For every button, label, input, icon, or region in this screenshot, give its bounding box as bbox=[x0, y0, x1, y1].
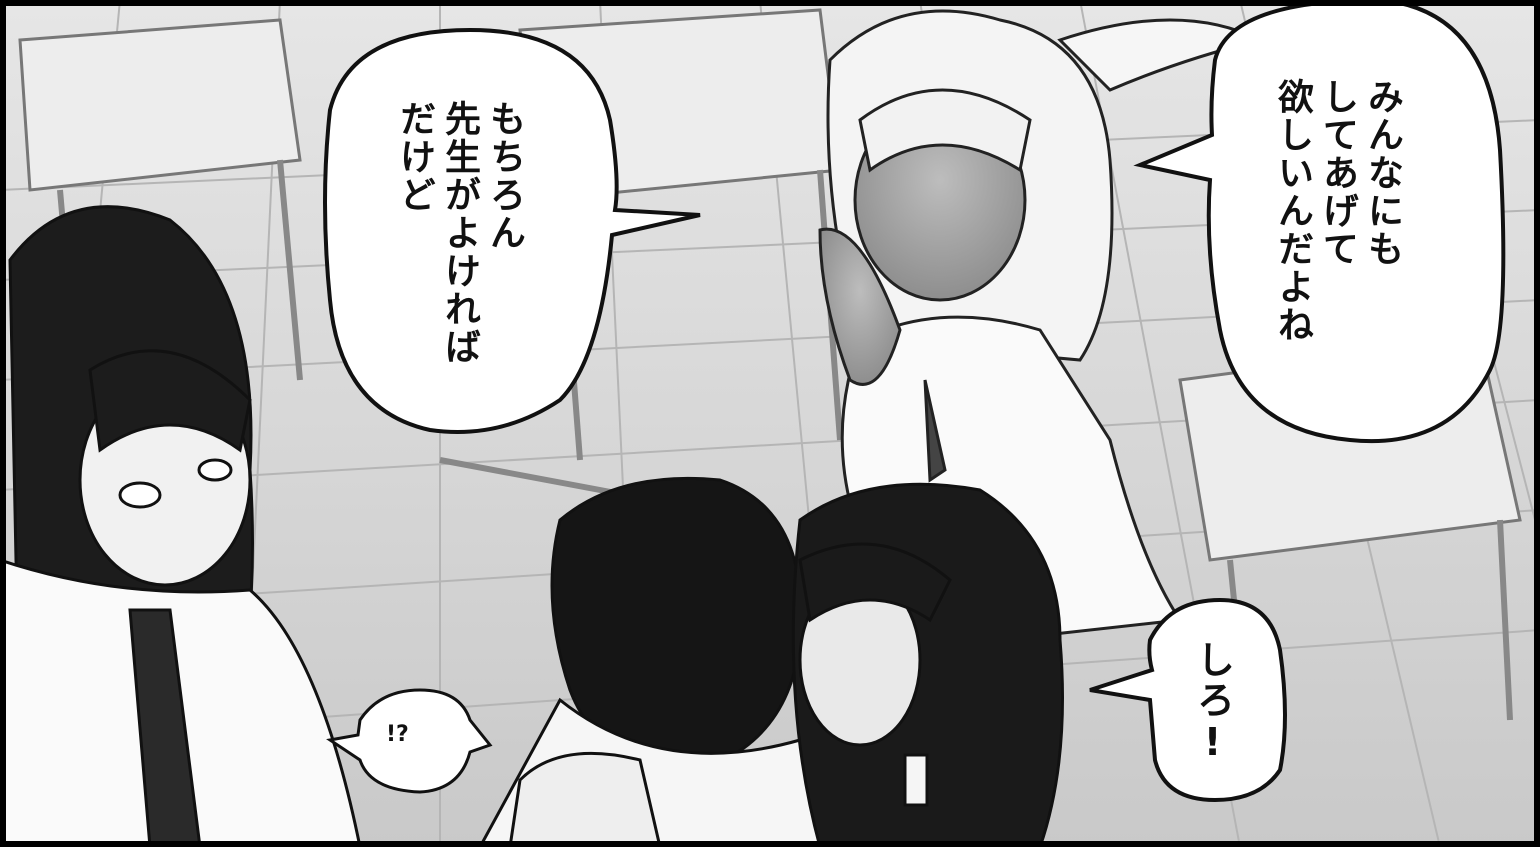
dialogue-bottom-right: しろ! bbox=[1190, 640, 1235, 766]
speech-bubble-small bbox=[326, 688, 493, 794]
left-girl bbox=[0, 205, 362, 847]
speech-bubble-bottom-right bbox=[1089, 597, 1287, 803]
dialogue-top-right: みんなにも してあげて 欲しいんだよね bbox=[1272, 78, 1403, 344]
dialogue-center: もちろん 先生がよければ だけど bbox=[394, 100, 525, 366]
blonde-girl bbox=[818, 9, 1265, 642]
dialogue-small: !? bbox=[386, 722, 409, 747]
speech-bubble-center bbox=[323, 27, 701, 434]
right-girl bbox=[508, 482, 1064, 847]
